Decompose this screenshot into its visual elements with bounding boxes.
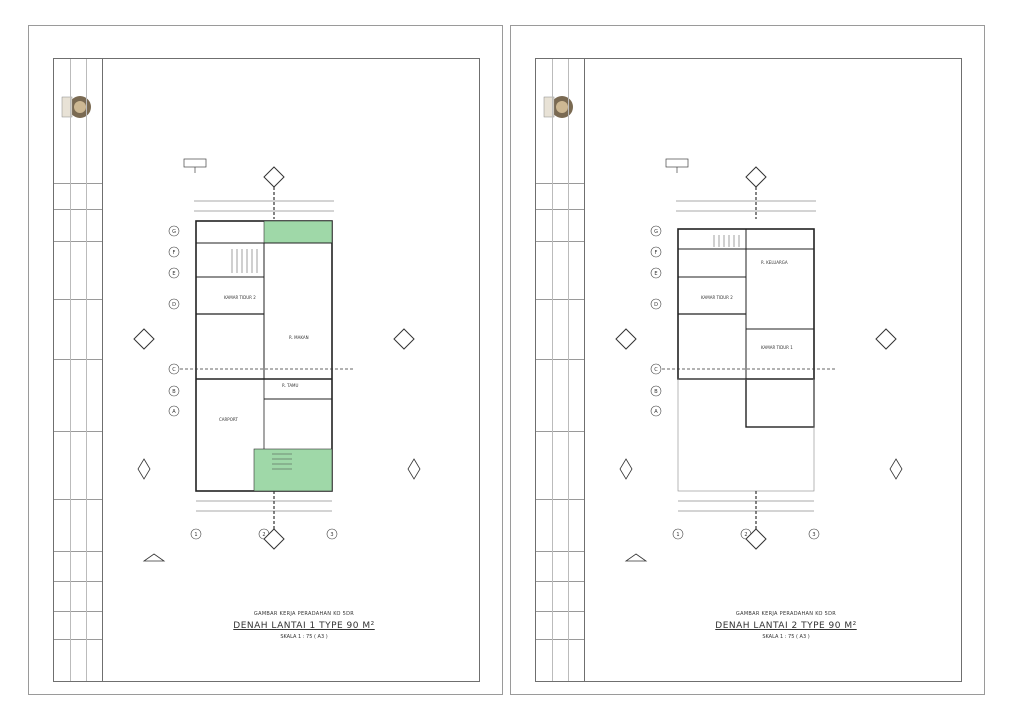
grid-bubble-f: F xyxy=(173,250,176,256)
svg-text:CARPORT: CARPORT xyxy=(219,417,238,422)
drawing-sheet-1: KAMAR TIDUR 2 R. MAKAN R. TAMU CARPORT G… xyxy=(28,25,503,695)
grid-bubble-1: 1 xyxy=(676,532,679,538)
caption-title: DENAH LANTAI 2 TYPE 90 M² xyxy=(715,621,857,631)
svg-text:R. MAKAN: R. MAKAN xyxy=(289,335,309,340)
garden-top xyxy=(263,220,333,244)
garden-carport xyxy=(253,448,333,492)
company-logo xyxy=(543,96,573,118)
caption-title: DENAH LANTAI 1 TYPE 90 M² xyxy=(233,621,375,631)
svg-text:KAMAR TIDUR 2: KAMAR TIDUR 2 xyxy=(224,295,256,300)
grid-bubble-e: E xyxy=(172,271,175,277)
grid-bubble-g: G xyxy=(654,229,658,235)
drawing-caption-1: GAMBAR KERJA PERADAHAN KO 5DR DENAH LANT… xyxy=(194,611,414,640)
caption-sub: GAMBAR KERJA PERADAHAN KO 5DR xyxy=(735,611,837,617)
grid-bubble-f: F xyxy=(655,250,658,256)
grid-bubble-d: D xyxy=(654,302,658,308)
sheet-border: KAMAR TIDUR 2 KAMAR TIDUR 1 R. KELUARGA … xyxy=(535,58,962,682)
sheet-border: KAMAR TIDUR 2 R. MAKAN R. TAMU CARPORT G… xyxy=(53,58,480,682)
svg-text:R. KELUARGA: R. KELUARGA xyxy=(761,260,788,265)
caption-scale: SKALA 1 : 75 ( A3 ) xyxy=(762,634,810,640)
section-marker-top xyxy=(263,166,285,188)
caption-scale: SKALA 1 : 75 ( A3 ) xyxy=(280,634,328,640)
grid-bubble-c: C xyxy=(172,367,176,373)
drawing-caption-2: GAMBAR KERJA PERADAHAN KO 5DR DENAH LANT… xyxy=(676,611,896,640)
grid-bubble-b: B xyxy=(172,389,176,395)
company-logo xyxy=(61,96,91,118)
grid-bubble-g: G xyxy=(172,229,176,235)
grid-bubble-1: 1 xyxy=(194,532,197,538)
floor-plan-lantai-2: KAMAR TIDUR 2 KAMAR TIDUR 1 R. KELUARGA … xyxy=(615,158,903,562)
svg-text:KAMAR TIDUR 2: KAMAR TIDUR 2 xyxy=(701,295,733,300)
drawing-sheet-2: KAMAR TIDUR 2 KAMAR TIDUR 1 R. KELUARGA … xyxy=(510,25,985,695)
section-marker-left xyxy=(133,328,155,350)
grid-bubble-e: E xyxy=(654,271,657,277)
grid-bubble-2: 2 xyxy=(744,532,747,538)
grid-bubble-a: A xyxy=(172,409,176,415)
section-marker-d xyxy=(183,158,207,173)
grid-bubble-2: 2 xyxy=(262,532,265,538)
floor-plan-lantai-1: KAMAR TIDUR 2 R. MAKAN R. TAMU CARPORT G… xyxy=(133,158,421,562)
grid-bubble-3: 3 xyxy=(812,532,815,538)
svg-text:KAMAR TIDUR 1: KAMAR TIDUR 1 xyxy=(761,345,793,350)
section-marker-d xyxy=(665,158,689,173)
section-marker-a xyxy=(142,553,166,562)
title-block xyxy=(536,59,585,681)
grid-bubble-b: B xyxy=(654,389,658,395)
grid-bubble-3: 3 xyxy=(330,532,333,538)
section-marker-right xyxy=(393,328,415,350)
grid-bubble-c: C xyxy=(654,367,658,373)
svg-text:R. TAMU: R. TAMU xyxy=(282,383,299,388)
grid-bubble-a: A xyxy=(654,409,658,415)
grid-bubble-d: D xyxy=(172,302,176,308)
title-block xyxy=(54,59,103,681)
caption-sub: GAMBAR KERJA PERADAHAN KO 5DR xyxy=(253,611,355,617)
